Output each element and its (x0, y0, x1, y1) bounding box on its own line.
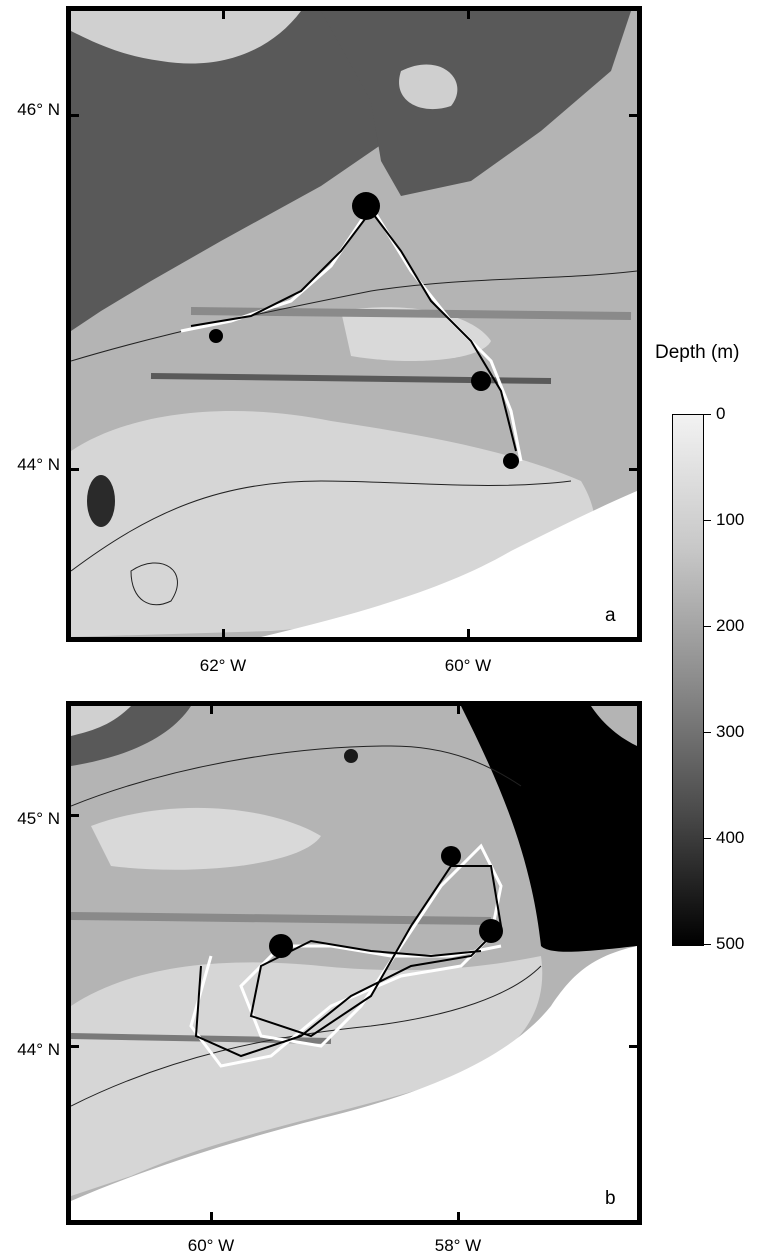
tick-mark (629, 468, 637, 471)
map-b-canvas (71, 706, 637, 1220)
foraging-cluster (209, 329, 223, 343)
tick-mark (71, 468, 79, 471)
trough-line (71, 912, 492, 925)
tick-mark (222, 629, 225, 637)
foraging-cluster (479, 919, 503, 943)
nova-scotia-land (71, 11, 451, 331)
colorbar-tick-label: 100 (716, 510, 745, 529)
deep-ocean-east (461, 706, 637, 952)
lon-label-b-0: 60° W (187, 1236, 235, 1255)
lat-label-a-0: 46° N (17, 100, 60, 119)
foraging-cluster (503, 453, 519, 469)
tick-mark (71, 814, 79, 817)
colorbar-tick-label: 0 (716, 404, 726, 423)
deep-basin (87, 475, 115, 527)
foraging-cluster (441, 846, 461, 866)
cape-breton-land (321, 11, 631, 196)
colorbar-tick-label: 400 (716, 828, 745, 847)
colorbar-tick-label: 200 (716, 616, 745, 635)
deep-ocean-mask (71, 946, 637, 1220)
tick-mark (629, 114, 637, 117)
foraging-cluster (471, 371, 491, 391)
seal-track-black (190, 209, 517, 452)
lon-label-a-0: 62° W (199, 656, 247, 675)
tick-mark (222, 11, 225, 19)
map-a-canvas (71, 11, 637, 637)
lat-label-b-1: 44° N (17, 1040, 60, 1059)
tick-mark (71, 1045, 79, 1048)
colorbar-tick-mark (703, 944, 711, 945)
depth-colorbar (672, 414, 704, 946)
haulout-cluster (352, 192, 380, 220)
contour-line (71, 745, 522, 807)
tick-mark (457, 706, 460, 714)
contour-line (130, 562, 178, 606)
northumberland-strait (71, 11, 301, 64)
colorbar-tick-label: 500 (716, 934, 745, 953)
tick-mark (629, 814, 637, 817)
colorbar-tick-label: 300 (716, 722, 745, 741)
colorbar-title: Depth (m) (655, 342, 740, 363)
deep-ocean-mask (261, 491, 637, 637)
contour-line (71, 270, 637, 362)
tick-mark (210, 1212, 213, 1220)
map-panel-b (66, 701, 642, 1225)
tick-mark (467, 629, 470, 637)
bras-dor-lake (399, 64, 458, 110)
lat-label-a-1: 44° N (17, 455, 60, 474)
tick-mark (210, 706, 213, 714)
lon-label-b-1: 58° W (434, 1236, 482, 1255)
contour-line (71, 480, 572, 572)
foraging-cluster (269, 934, 293, 958)
tick-mark (467, 11, 470, 19)
colorbar-tick-mark (703, 732, 711, 733)
tick-mark (629, 1045, 637, 1048)
lon-label-a-1: 60° W (444, 656, 492, 675)
panel-letter-a: a (605, 605, 616, 626)
trough-line-2 (190, 307, 632, 320)
shallow-bank-2 (341, 307, 491, 361)
coastal-shallows (71, 706, 131, 736)
deep-patch (344, 749, 358, 763)
lat-label-b-0: 45° N (17, 809, 60, 828)
tick-mark (457, 1212, 460, 1220)
contour-line (71, 965, 542, 1107)
sable-bank (71, 956, 543, 1196)
map-panel-a (66, 6, 642, 642)
coast-east (591, 706, 637, 746)
colorbar-tick-mark (703, 626, 711, 627)
colorbar-tick-mark (703, 520, 711, 521)
colorbar-tick-mark (703, 838, 711, 839)
colorbar-tick-mark (703, 414, 711, 415)
tick-mark (71, 114, 79, 117)
shallow-bank-2 (91, 807, 321, 870)
panel-letter-b: b (605, 1188, 616, 1209)
